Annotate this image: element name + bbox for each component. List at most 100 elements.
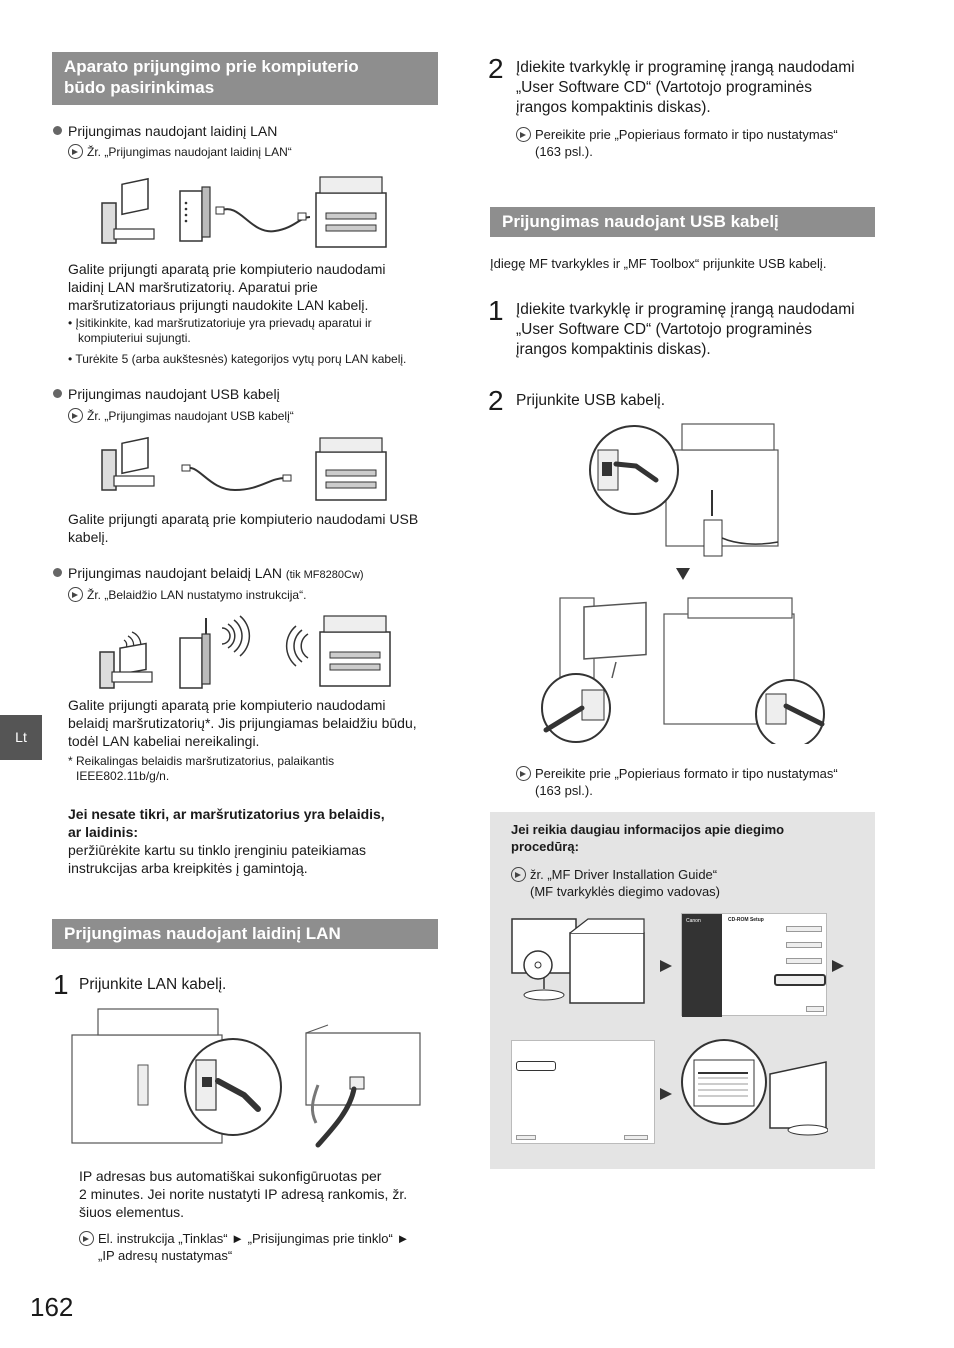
ref-usb[interactable]: Žr. „Prijungimas naudojant USB kabelį“	[68, 408, 294, 424]
section-header-usb: Prijungimas naudojant USB kabelį	[490, 207, 875, 237]
wired-desc-line1: Galite prijungti aparatą prie kompiuteri…	[68, 261, 386, 277]
section-title-line1: Aparato prijungimo prie kompiuterio	[64, 57, 359, 76]
ref-paper-settings-2[interactable]: Pereikite prie „Popieriaus formato ir ti…	[516, 765, 876, 799]
step-number: 1	[488, 295, 504, 326]
arrow-right-icon	[660, 960, 672, 972]
screen-title: CD-ROM Setup	[728, 917, 764, 923]
usb-printer-back-illustration	[589, 423, 779, 557]
ref-paper-line2: (163 psl.).	[535, 144, 593, 159]
usb-desc: Galite prijungti aparatą prie kompiuteri…	[68, 510, 448, 546]
usb-step1-text: Įdiekite tvarkyklę ir programinę įrangą …	[516, 300, 886, 360]
ip-info-line3: šiuos elementus.	[79, 1204, 185, 1220]
step2-install-text: Įdiekite tvarkyklę ir programinę įrangą …	[516, 58, 886, 118]
section-header-wired-lan: Prijungimas naudojant laidinį LAN	[52, 919, 438, 949]
step2-line3: įrangos kompaktinis diskas).	[516, 99, 711, 116]
usb-step2-text: Prijunkite USB kabelį.	[516, 392, 666, 409]
step-number: 1	[53, 969, 69, 1000]
section-header-connection-method: Aparato prijungimo prie kompiuterio būdo…	[52, 52, 438, 105]
reference-arrow-icon	[79, 1231, 94, 1246]
ref-wireless[interactable]: Žr. „Belaidžio LAN nustatymo instrukcija…	[68, 587, 306, 603]
wired-note-2: • Turėkite 5 (arba aukštesnės) kategorij…	[68, 352, 407, 366]
wireless-desc-line1: Galite prijungti aparatą prie kompiuteri…	[68, 697, 386, 713]
usb-connection-illustration	[101, 436, 387, 501]
wireless-model-note: (tik MF8280Cw)	[285, 569, 364, 581]
wired-note1-b: kompiuteriui sujungti.	[78, 331, 191, 345]
ref-paper-settings-1[interactable]: Pereikite prie „Popieriaus formato ir ti…	[516, 126, 876, 160]
computer-cd-illustration	[511, 918, 645, 1004]
lan-cable-illustration	[71, 1008, 421, 1148]
section-title-line2: būdo pasirinkimas	[64, 78, 215, 97]
wired-note2-text: Turėkite 5 (arba aukštesnės) kategorijos…	[75, 352, 407, 366]
step-number: 2	[488, 53, 504, 84]
ip-info: IP adresas bus automatiškai sukonfigūruo…	[79, 1167, 439, 1221]
ref-wired[interactable]: Žr. „Prijungimas naudojant laidinį LAN“	[68, 144, 292, 160]
reference-arrow-icon	[68, 144, 83, 159]
ref-ip-line1: El. instrukcija „Tinklas“ ► „Prisijungim…	[98, 1231, 410, 1246]
option-wired-label: Prijungimas naudojant laidinį LAN	[68, 123, 278, 139]
wired-desc-line2: laidinį LAN maršrutizatorių. Aparatui pr…	[68, 279, 318, 295]
arrow-right-icon	[660, 1088, 672, 1100]
bullet-wired	[53, 126, 62, 135]
language-tab: Lt	[0, 715, 42, 760]
ref-wired-text: Žr. „Prijungimas naudojant laidinį LAN“	[87, 145, 292, 159]
wired-connection-illustration	[101, 176, 387, 248]
screen-brand: Canon	[686, 918, 701, 924]
wireless-footnote-line2: IEEE802.11b/g/n.	[76, 769, 170, 783]
reference-arrow-icon	[516, 127, 531, 142]
info-title-line2: procedūrą:	[511, 839, 579, 854]
ref-paper-line1: Pereikite prie „Popieriaus formato ir ti…	[535, 127, 838, 142]
unsure-text-line1: peržiūrėkite kartu su tinklo įrenginiu p…	[68, 842, 367, 858]
unsure-title-line2: ar laidinis:	[68, 824, 139, 840]
usb-desc-line2: kabelį.	[68, 529, 109, 545]
unsure-text-line2: instrukcijas arba kreipkitės į gamintoją…	[68, 860, 308, 876]
ref-guide-line1: žr. „MF Driver Installation Guide“	[530, 867, 718, 882]
bullet-wireless	[53, 568, 62, 577]
info-title-line1: Jei reikia daugiau informacijos apie die…	[511, 822, 785, 837]
ref-ip-address[interactable]: El. instrukcija „Tinklas“ ► „Prisijungim…	[79, 1230, 439, 1264]
wired-desc: Galite prijungti aparatą prie kompiuteri…	[68, 260, 448, 314]
wired-note1-a: Įsitikinkite, kad maršrutizatoriuje yra …	[75, 316, 372, 330]
step-number: 2	[488, 385, 504, 416]
unsure-title-line1: Jei nesate tikri, ar maršrutizatorius yr…	[68, 806, 385, 822]
step-lan-text: Prijunkite LAN kabelį.	[79, 976, 227, 993]
usb-step1-line2: „User Software CD“ (Vartotojo programinė…	[516, 321, 813, 338]
ref-guide-line2: (MF tvarkyklės diegimo vadovas)	[530, 884, 720, 899]
option-usb-label: Prijungimas naudojant USB kabelį	[68, 386, 280, 402]
monitor-guide-illustration	[681, 1039, 828, 1136]
guide-screenshot	[511, 1040, 655, 1144]
wireless-desc-line2: belaidį maršrutizatorių*. Jis prijungiam…	[68, 715, 417, 731]
usb-step1-line1: Įdiekite tvarkyklę ir programinę įrangą …	[516, 301, 855, 318]
page-number: 162	[30, 1292, 74, 1322]
wireless-desc-line3: todėl LAN kabeliai nereikalingi.	[68, 733, 260, 749]
ip-info-line2: 2 minutes. Jei norite nustatyti IP adres…	[79, 1186, 408, 1202]
info-box-title: Jei reikia daugiau informacijos apie die…	[511, 821, 784, 855]
usb-step1-line3: įrangos kompaktinis diskas).	[516, 341, 711, 358]
wired-desc-line3: maršrutizatoriaus prijungti naudokite LA…	[68, 297, 369, 313]
wireless-label-text: Prijungimas naudojant belaidį LAN	[68, 565, 283, 581]
ref-paper2-line1: Pereikite prie „Popieriaus formato ir ti…	[535, 766, 838, 781]
ref-usb-text: Žr. „Prijungimas naudojant USB kabelį“	[87, 409, 294, 423]
reference-arrow-icon	[511, 867, 526, 882]
wireless-footnote: * Reikalingas belaidis maršrutizatorius,…	[68, 754, 334, 784]
down-arrow-icon	[676, 568, 690, 580]
ip-info-line1: IP adresas bus automatiškai sukonfigūruo…	[79, 1168, 382, 1184]
step2-line2: „User Software CD“ (Vartotojo programinė…	[516, 79, 813, 96]
reference-arrow-icon	[68, 587, 83, 602]
unsure-block: Jei nesate tikri, ar maršrutizatorius yr…	[68, 805, 448, 877]
cd-setup-screenshot: Canon CD-ROM Setup	[681, 913, 827, 1017]
bullet-usb	[53, 389, 62, 398]
usb-computer-printer-illustration	[541, 597, 825, 744]
usb-intro: Įdiegę MF tvarkykles ir „MF Toolbox“ pri…	[490, 256, 827, 271]
ref-paper2-line2: (163 psl.).	[535, 783, 593, 798]
wired-note-1: • Įsitikinkite, kad maršrutizatoriuje yr…	[68, 316, 448, 346]
ref-driver-guide[interactable]: žr. „MF Driver Installation Guide“ (MF t…	[511, 866, 720, 900]
ref-ip-line2: „IP adresų nustatymas“	[98, 1248, 233, 1263]
wireless-desc: Galite prijungti aparatą prie kompiuteri…	[68, 696, 448, 750]
wireless-connection-illustration	[99, 615, 391, 689]
usb-desc-line1: Galite prijungti aparatą prie kompiuteri…	[68, 511, 419, 527]
reference-arrow-icon	[68, 408, 83, 423]
wireless-footnote-line1: * Reikalingas belaidis maršrutizatorius,…	[68, 754, 335, 768]
ref-wireless-text: Žr. „Belaidžio LAN nustatymo instrukcija…	[87, 588, 307, 602]
arrow-right-icon	[832, 960, 844, 972]
reference-arrow-icon	[516, 766, 531, 781]
